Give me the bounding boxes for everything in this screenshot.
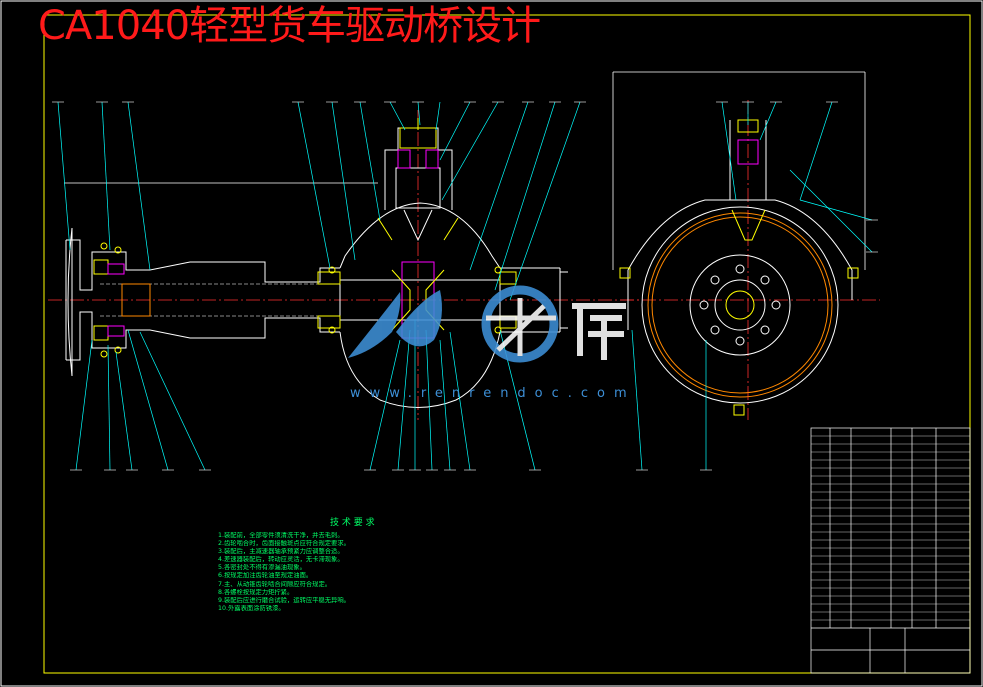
requirement-item: 8.各螺栓按规定力矩拧紧。 (218, 588, 294, 596)
parts-list-table (810, 427, 971, 674)
requirement-item: 7.主、从动锥齿轮啮合间隙应符合规定。 (218, 580, 332, 588)
requirement-item: 1.装配前，全部零件须清洗干净，并去毛刺。 (218, 532, 344, 539)
left-hub-bearings (93, 242, 151, 358)
section-bolt-holes (699, 264, 781, 346)
parts-list-rows (811, 435, 970, 621)
watermark-logo-icon (348, 285, 626, 363)
callout-balloons (52, 101, 878, 471)
main-centerline (48, 100, 880, 420)
requirement-item: 10.外露表面涂防锈漆。 (218, 604, 285, 612)
drawing-title: CA1040轻型货车驱动桥设计 (38, 3, 541, 49)
technical-requirements-heading: 技 术 要 求 (330, 518, 375, 528)
technical-requirements-list: 1.装配前，全部零件须清洗干净，并去毛刺。2.齿轮啮合时，齿面接触斑点应符合规定… (218, 532, 488, 613)
watermark-url: www.renrendoc.com (350, 386, 636, 401)
final-drive-housing (339, 118, 568, 408)
requirement-item: 3.装配后，主减速器轴承预紧力应调整合适。 (218, 548, 344, 556)
requirement-item: 4.差速器装配后，转动应灵活，无卡滞现象。 (218, 556, 344, 564)
requirement-item: 9.装配后应进行磨合试验，运转应平稳无异响。 (218, 596, 350, 604)
leader-lines (57, 101, 873, 471)
section-dimension (64, 71, 866, 270)
requirement-item: 6.按规定加注齿轮油至规定油面。 (218, 572, 313, 580)
section-view-aa (619, 119, 859, 416)
requirement-item: 2.齿轮啮合时，齿面接触斑点应符合规定要求。 (218, 540, 350, 548)
requirement-item: 5.各密封处不得有渗漏油现象。 (218, 564, 306, 572)
